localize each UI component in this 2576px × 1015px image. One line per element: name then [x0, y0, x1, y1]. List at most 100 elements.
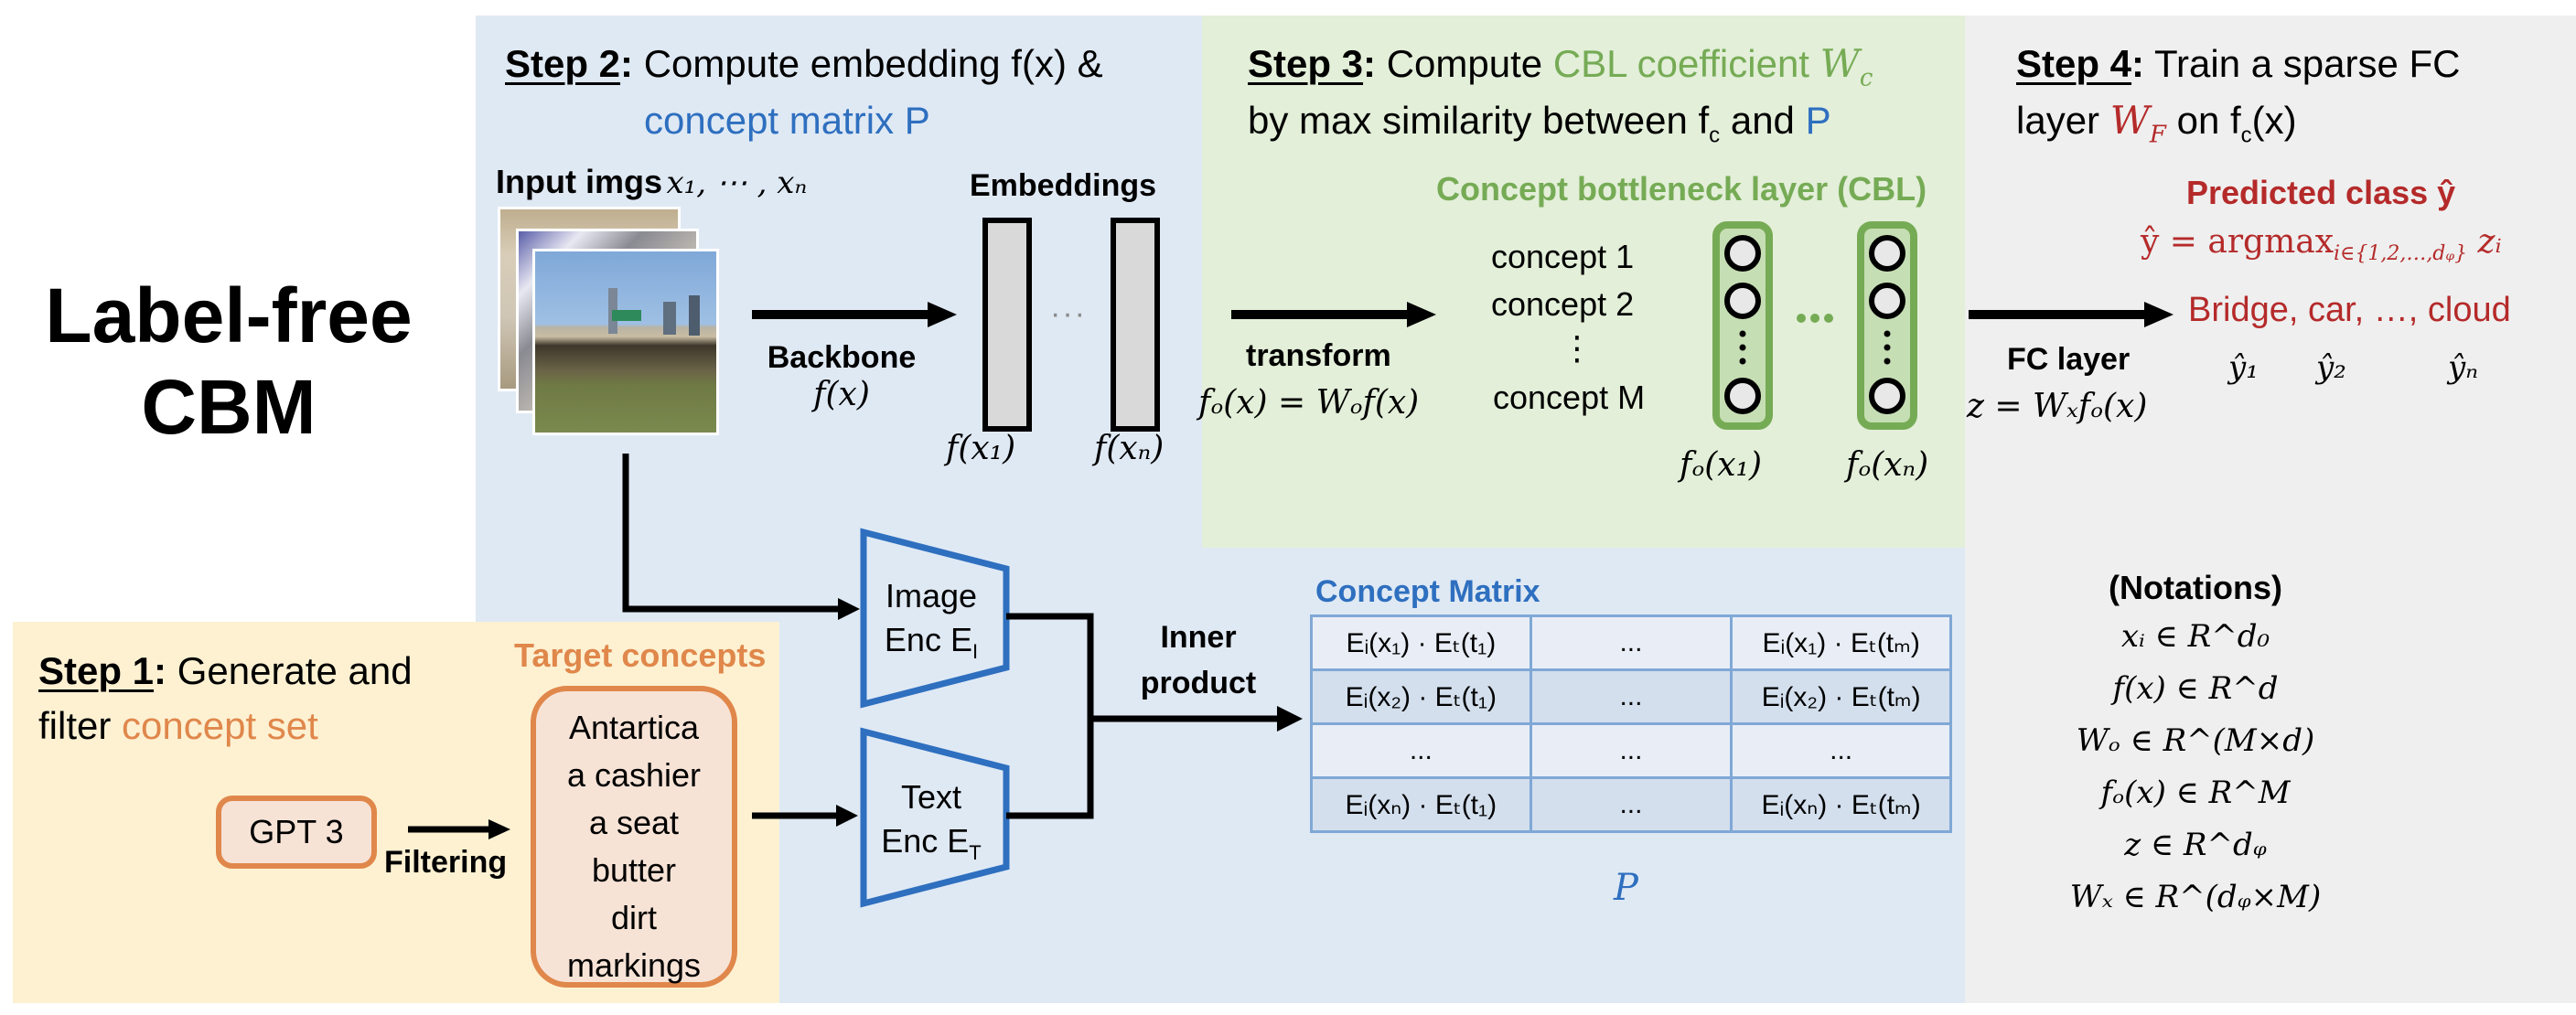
concept-matrix-cell: Eᵢ(xₙ) · Eₜ(tₘ) — [1730, 776, 1952, 833]
cbl-node — [1869, 283, 1905, 319]
concept-matrix-cell: ... — [1529, 776, 1733, 833]
step2-label: Step 2 — [505, 42, 621, 85]
text-encoder-shape — [860, 727, 1010, 908]
fc-layer-math: z = Wₓfₒ(x) — [1967, 388, 2148, 425]
concept-item: Antartica — [568, 709, 700, 746]
filtering-label: Filtering — [384, 845, 508, 880]
text-encoder-label: Text Enc ET — [881, 778, 982, 865]
input-image-1-bridge-photo — [532, 249, 719, 435]
concept-matrix-cell: ... — [1529, 722, 1733, 779]
step1-heading: Step 1: Generate and — [38, 649, 413, 692]
image-to-encoder-line — [622, 454, 842, 613]
notation-item: f(x) ∈ R^d — [2112, 670, 2279, 707]
backbone-label: Backbone f(x) — [750, 340, 933, 413]
concept-matrix-cell: Eᵢ(x₂) · Eₜ(t₁) — [1310, 668, 1532, 725]
cbl-node — [1869, 378, 1905, 414]
step3-panel — [1202, 16, 1965, 548]
notation-item: fₒ(x) ∈ R^M — [2100, 775, 2291, 811]
embedding-bar-1 — [982, 218, 1032, 432]
main-title-line1: Label-free — [45, 272, 413, 358]
yhat-label-n: ŷₙ — [2448, 349, 2478, 386]
concept-vdots: ⋮ — [1561, 329, 1594, 367]
transform-arrow — [1231, 302, 1436, 327]
cbl-node — [1724, 235, 1761, 272]
target-concepts-title: Target concepts — [514, 636, 767, 674]
fc-layer-label: FC layer — [2007, 342, 2131, 377]
transform-label: transform — [1246, 338, 1391, 373]
arrowhead — [836, 805, 858, 827]
argmax-formula: ŷ = argmaxi∈{1,2,…,dᵩ} zᵢ — [2141, 223, 2502, 266]
step2-text1: Compute embedding f(x) & — [633, 42, 1103, 85]
step1-label: Step 1 — [38, 649, 155, 692]
notation-item: xᵢ ∈ R^d₀ — [2120, 618, 2270, 655]
cbl-columns — [1712, 221, 1917, 430]
notations-title: (Notations) — [2109, 569, 2282, 606]
step3-heading: Step 3: Compute CBL coefficient Wc — [1248, 41, 1873, 92]
sign-shape — [612, 310, 641, 321]
step4-subheading: layer WF on fc(x) — [2016, 98, 2297, 149]
concept-matrix-cell: Eᵢ(x₁) · Eₜ(t₁) — [1310, 614, 1532, 671]
cbl-title: Concept bottleneck layer (CBL) — [1436, 170, 1927, 208]
step1-subheading: filter concept set — [38, 704, 318, 747]
cbl-column-1 — [1712, 221, 1773, 430]
image-encoder-label: Image Enc EI — [884, 577, 979, 664]
gpt3-box: GPT 3 — [216, 796, 377, 869]
notation-item: Wₓ ∈ R^(dᵩ×M) — [2069, 879, 2322, 915]
notation-item: z ∈ R^dᵩ — [2124, 827, 2267, 863]
backbone-arrow — [752, 302, 957, 327]
cbl-node — [1724, 283, 1761, 319]
concept-matrix-cell: Eᵢ(xₙ) · Eₜ(t₁) — [1310, 776, 1532, 833]
step2-heading: Step 2: Compute embedding f(x) & — [505, 42, 1103, 85]
cbl-ellipsis — [1797, 314, 1833, 323]
arrowhead — [1277, 706, 1303, 732]
concept-item: a cashier — [566, 756, 702, 794]
concept-label-1: concept 1 — [1491, 238, 1635, 275]
step3-label: Step 3 — [1248, 42, 1364, 85]
embedding-ellipsis: ··· — [1050, 296, 1087, 331]
step3-subheading: by max similarity between fc and P — [1248, 99, 1831, 148]
cbl-label-n: fₒ(xₙ) — [1846, 446, 1929, 484]
embedding-label-1: f(x₁) — [946, 430, 1016, 467]
cbl-node — [1869, 235, 1905, 272]
concept-matrix-row: ......... — [1310, 722, 1952, 779]
concept-matrix-cell: ... — [1529, 614, 1733, 671]
cbl-label-1: fₒ(x₁) — [1680, 446, 1763, 484]
target-concepts-box: Antartica a cashier a seat butter dirt m… — [531, 686, 737, 988]
step4-label: Step 4 — [2016, 42, 2132, 85]
concept-item: butter — [591, 851, 677, 889]
concept-matrix-cell: ... — [1730, 722, 1952, 779]
image-encoder-output-line — [1006, 613, 1094, 819]
yhat-label-2: ŷ₂ — [2316, 349, 2346, 386]
skyline-shape — [689, 295, 700, 336]
filtering-arrow — [408, 819, 510, 839]
step4-heading: Step 4: Train a sparse FC — [2016, 42, 2461, 85]
embedding-bar-n — [1111, 218, 1160, 432]
embeddings-title: Embeddings — [970, 168, 1157, 203]
skyline-shape — [663, 302, 676, 335]
concept-matrix-cell: ... — [1529, 668, 1733, 725]
predicted-classes: Bridge, car, …, cloud — [2188, 291, 2511, 329]
concept-matrix-row: Eᵢ(xₙ) · Eₜ(t₁)...Eᵢ(xₙ) · Eₜ(tₘ) — [1310, 776, 1952, 833]
input-imgs-label: Input imgs x₁, ⋯ , xₙ — [496, 163, 808, 201]
arrowhead — [838, 598, 860, 620]
step2-subheading: concept matrix P — [644, 99, 930, 142]
yhat-label-1: ŷ₁ — [2228, 349, 2259, 386]
concept-matrix-symbol: P — [1614, 867, 1638, 909]
predicted-class-title: Predicted class ŷ — [2186, 174, 2456, 211]
cbl-column-n — [1857, 221, 1917, 430]
notation-item: Wₒ ∈ R^(M×d) — [2076, 722, 2315, 759]
concept-matrix-row: Eᵢ(x₂) · Eₜ(t₁)...Eᵢ(x₂) · Eₜ(tₘ) — [1310, 668, 1952, 725]
concept-label-m: concept M — [1493, 379, 1646, 416]
image-encoder-shape — [860, 528, 1010, 709]
input-image-stack — [498, 207, 719, 435]
concept-item: a seat — [588, 804, 680, 841]
backbone-math: f(x) — [813, 376, 870, 413]
step4-panel — [1965, 16, 2576, 1003]
notations: (Notations) xᵢ ∈ R^d₀ f(x) ∈ R^d Wₒ ∈ R^… — [2058, 565, 2333, 924]
main-title-line2: CBM — [141, 364, 317, 450]
main-title: Label-free CBM — [18, 270, 439, 453]
transform-math: fₒ(x) = Wₒf(x) — [1198, 384, 1420, 422]
concept-matrix-table: Eᵢ(x₁) · Eₜ(t₁)...Eᵢ(x₁) · Eₜ(tₘ)Eᵢ(x₂) … — [1310, 614, 1952, 833]
inner-product-label: Inner product — [1140, 620, 1257, 700]
